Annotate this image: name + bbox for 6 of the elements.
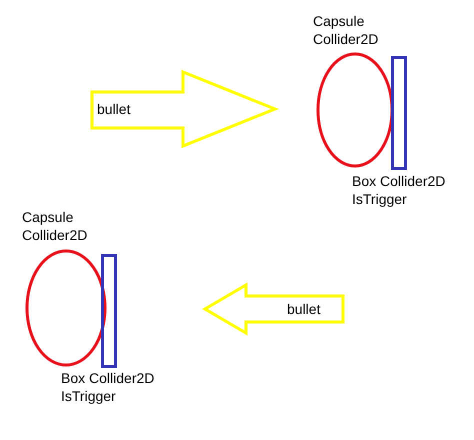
shape-label: bullet xyxy=(97,100,132,118)
shape-label: Capsule Collider2D xyxy=(22,208,88,244)
shape-label: Box Collider2D IsTrigger xyxy=(61,369,156,405)
shape-label: bullet xyxy=(287,300,322,318)
shape-label: Box Collider2D IsTrigger xyxy=(352,172,446,208)
shape-label: Capsule Collider2D xyxy=(313,12,380,48)
